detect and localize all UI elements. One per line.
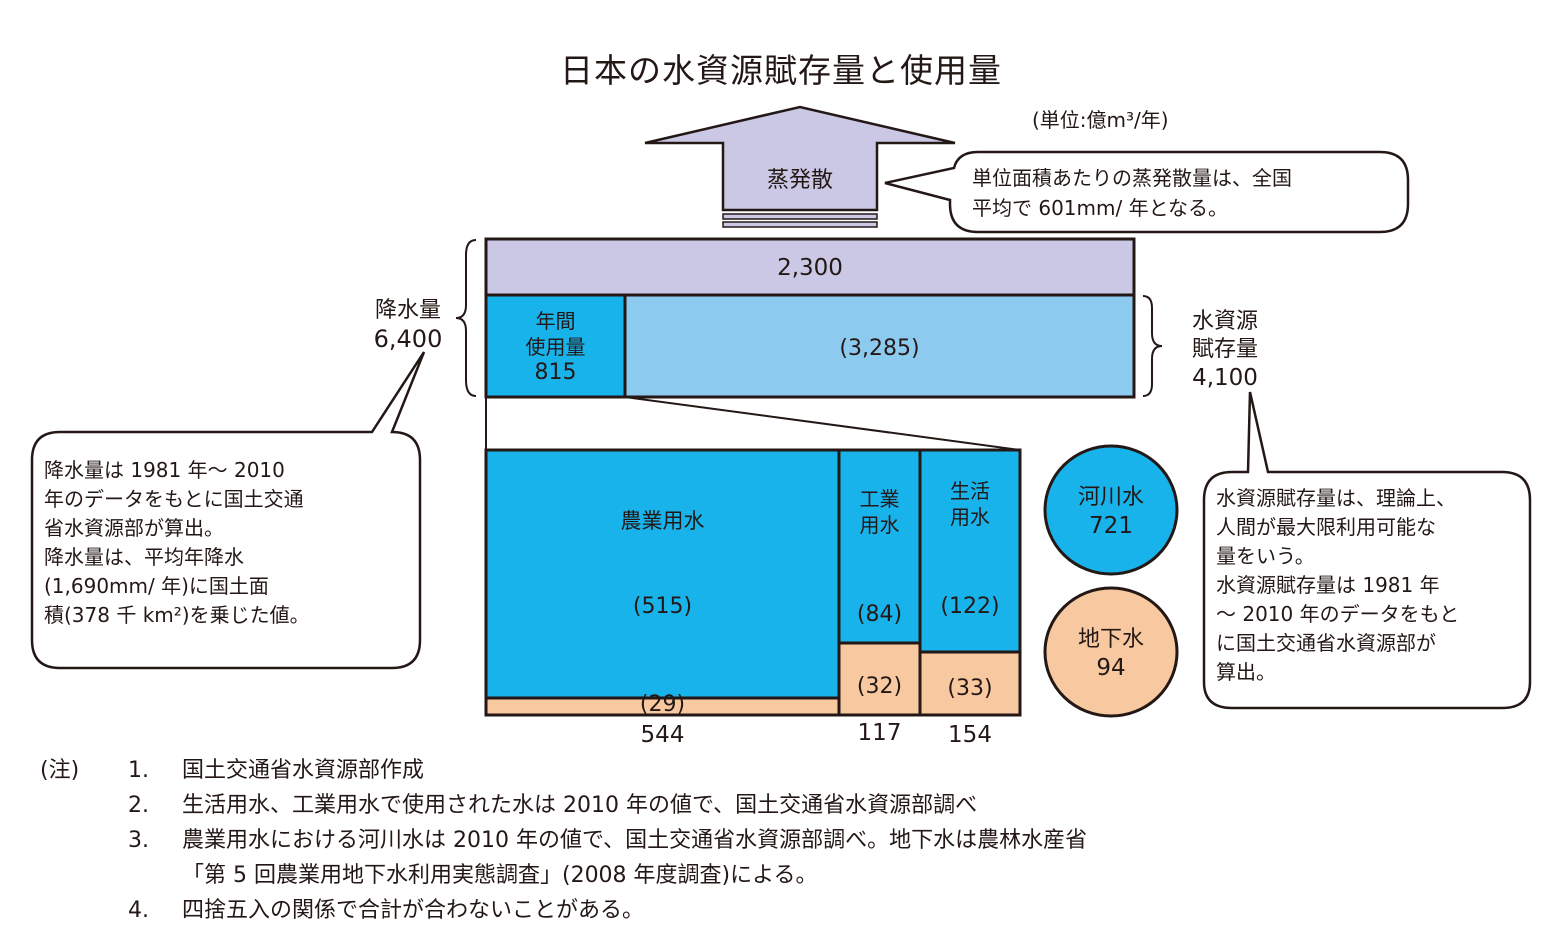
note-num: 3. [128, 828, 149, 853]
annual-use-label: 年間 使用量 815 [486, 308, 625, 386]
resource-brace [1142, 295, 1163, 397]
note-num: 2. [128, 793, 149, 818]
resources-bubble-line: 水資源賦存量は 1981 年 [1216, 573, 1440, 597]
note-text: 四捨五入の関係で合計が合わないことがある。 [182, 898, 645, 923]
resources-bubble-line: に国土交通省水資源部が [1216, 631, 1436, 655]
river-legend-circle [1043, 444, 1179, 576]
precip-bubble-line: 省水資源部が算出。 [44, 516, 224, 540]
notes-prefix: (注) [40, 758, 80, 783]
precip-bubble-line: 積(378 千 km²)を乗じた値。 [44, 603, 310, 627]
unit-label: (単位:億m³/年) [1032, 108, 1169, 132]
river-legend-label: 河川水 721 [1045, 484, 1177, 540]
resources-bubble-line: 算出。 [1216, 660, 1276, 684]
resources-bubble-line: 人間が最大限利用可能な [1216, 515, 1436, 539]
domestic-line2: 用水 [950, 505, 990, 529]
chart-title: 日本の水資源賦存量と使用量 [560, 51, 1002, 90]
resources-line1: 水資源 [1191, 309, 1258, 334]
domestic-river-value: (122) [940, 593, 1000, 619]
resources-bubble-line: 〜 2010 年のデータをもと [1216, 602, 1460, 626]
industry-ground-box [837, 641, 922, 717]
precip-brace [455, 239, 477, 397]
resources-bubble-shape [1202, 391, 1532, 710]
industry-ground-value: (32) [856, 673, 903, 699]
note-text-cont: 「第 5 回農業用地下水利用実態調査」(2008 年度調査)による。 [182, 863, 818, 888]
evaporation-value: 2,300 [777, 255, 843, 281]
resources-value: 4,100 [1192, 365, 1258, 391]
resources-bubble-line: 量をいう。 [1216, 544, 1315, 568]
agri-ground-value: (29) [639, 691, 686, 717]
precip-bubble-text: 降水量は 1981 年〜 2010 年のデータをもとに国土交通 省水資源部が算出… [44, 456, 414, 630]
precip-bubble-line: (1,690mm/ 年)に国土面 [44, 574, 269, 598]
connector-right [624, 396, 1021, 451]
domestic-line1: 生活 [950, 479, 990, 503]
arrow-stripe-2 [722, 221, 878, 228]
river-legend-value: 721 [1089, 513, 1133, 539]
remaining-value: (3,285) [839, 335, 920, 361]
evap-bubble-line: 単位面積あたりの蒸発散量は、全国 [972, 166, 1292, 190]
annual-use-line2: 使用量 [525, 335, 586, 359]
precip-bubble-shape [30, 351, 426, 670]
precipitation-label: 降水量 6,400 [362, 297, 454, 353]
evap-bubble-line: 平均で 601mm/ 年となる。 [972, 196, 1228, 220]
precipitation-title: 降水量 [374, 298, 441, 323]
domestic-total: 154 [948, 722, 992, 748]
note-text: 国土交通省水資源部作成 [182, 758, 425, 783]
precip-bubble-line: 年のデータをもとに国土交通 [44, 487, 304, 511]
industry-total: 117 [857, 720, 902, 746]
ground-legend-value: 94 [1096, 655, 1126, 681]
evaporation-label: 蒸発散 [766, 168, 833, 193]
river-legend-title: 河川水 [1077, 485, 1144, 510]
precip-bubble-line: 降水量は 1981 年〜 2010 [44, 458, 285, 482]
ground-legend-title: 地下水 [1077, 627, 1144, 652]
ground-legend-label: 地下水 94 [1045, 626, 1177, 682]
note-num: 1. [128, 758, 149, 783]
domestic-ground-value: (33) [947, 675, 993, 701]
arrow-stripe-1 [722, 213, 878, 220]
precip-bubble-line: 降水量は、平均年降水 [44, 545, 244, 569]
evaporation-arrow [644, 105, 956, 212]
remaining-resources-box [623, 293, 1136, 399]
industry-label: 工業 用水 [839, 486, 920, 538]
note-num: 4. [128, 898, 149, 923]
agri-label: 農業用水 [620, 509, 705, 533]
resources-label: 水資源 賦存量 4,100 [1170, 308, 1280, 392]
agri-river-box [484, 448, 841, 700]
domestic-ground-box [918, 650, 1022, 717]
resources-line2: 賦存量 [1191, 337, 1258, 362]
domestic-label: 生活 用水 [920, 478, 1020, 530]
evap-bubble-text: 単位面積あたりの蒸発散量は、全国 平均で 601mm/ 年となる。 [972, 163, 1402, 223]
industry-line1: 工業 [859, 487, 900, 511]
note-text: 生活用水、工業用水で使用された水は 2010 年の値で、国土交通省水資源部調べ [182, 793, 978, 818]
annual-use-box [484, 293, 627, 399]
evaporation-bar [484, 237, 1136, 297]
resources-bubble-line: 水資源賦存量は、理論上、 [1216, 486, 1456, 510]
annual-use-line1: 年間 [535, 309, 576, 333]
agri-total: 544 [640, 722, 685, 748]
evap-bubble-shape [884, 150, 1410, 234]
annual-use-value: 815 [534, 360, 577, 385]
precipitation-value: 6,400 [373, 325, 443, 353]
industry-river-value: (84) [856, 601, 903, 627]
ground-legend-circle [1043, 586, 1179, 718]
agri-river-value: (515) [632, 593, 693, 619]
industry-line2: 用水 [859, 513, 900, 537]
note-text: 農業用水における河川水は 2010 年の値で、国土交通省水資源部調べ。地下水は農… [182, 828, 1088, 853]
resources-bubble-text: 水資源賦存量は、理論上、 人間が最大限利用可能な 量をいう。 水資源賦存量は 1… [1216, 484, 1526, 687]
